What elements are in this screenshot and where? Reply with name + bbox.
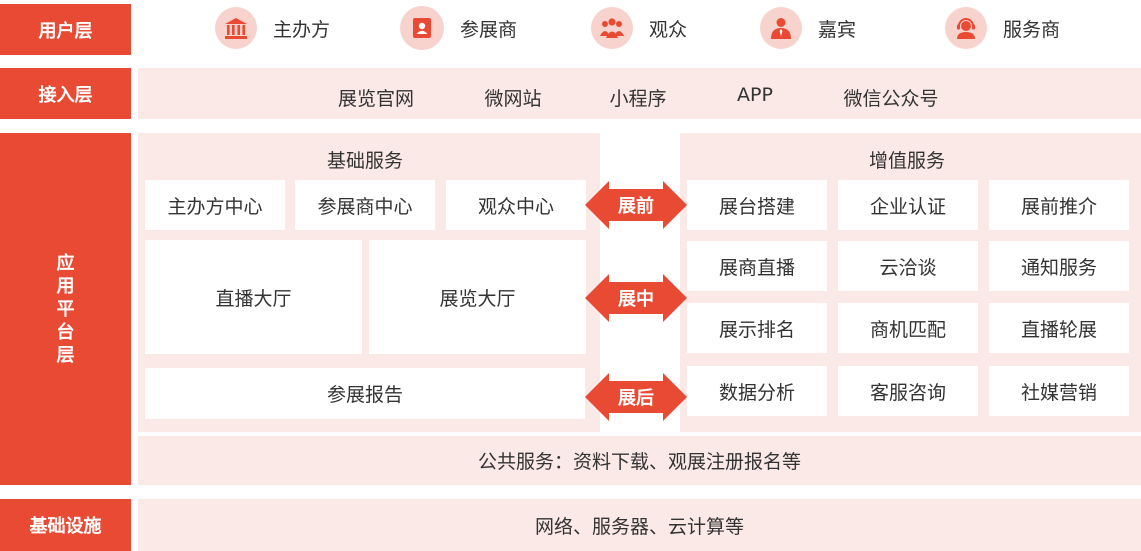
value-added-item: 展示排名 <box>687 303 827 353</box>
user-label: 嘉宾 <box>818 18 857 41</box>
service-box-exhibitor-center: 参展商中心 <box>295 180 435 230</box>
value-added-item: 直播轮展 <box>989 303 1129 353</box>
exhibitor-badge-icon <box>400 6 444 50</box>
value-added-item: 展商直播 <box>687 241 827 291</box>
value-added-item: 社媒营销 <box>989 366 1129 416</box>
value-added-item: 商机匹配 <box>838 303 978 353</box>
phase-arrow-pre-show: 展前 <box>585 181 687 229</box>
government-building-icon <box>215 7 257 49</box>
value-added-item: 客服咨询 <box>838 366 978 416</box>
service-box-exhibition-hall: 展览大厅 <box>369 240 586 354</box>
user-label: 参展商 <box>460 18 518 41</box>
public-services-band <box>138 436 1141 485</box>
layer-label-user: 用户层 <box>0 4 131 55</box>
service-box-audience-center: 观众中心 <box>446 180 586 230</box>
service-box-organizer-center: 主办方中心 <box>145 180 285 230</box>
value-added-item: 企业认证 <box>838 180 978 230</box>
service-agent-icon <box>945 7 987 49</box>
phase-arrow-post-show: 展后 <box>585 373 687 421</box>
value-added-item: 数据分析 <box>687 366 827 416</box>
phase-arrow-during-show: 展中 <box>585 274 687 322</box>
user-item-guest: 嘉宾 <box>760 7 856 49</box>
value-added-item: 展台搭建 <box>687 180 827 230</box>
user-label: 服务商 <box>1003 18 1061 41</box>
basic-services-title: 基础服务 <box>326 150 404 172</box>
audience-group-icon <box>591 7 633 49</box>
value-added-item: 通知服务 <box>989 241 1129 291</box>
layer-label-app-char: 应 <box>56 252 75 274</box>
user-label: 观众 <box>649 18 688 41</box>
user-item-organizer: 主办方 <box>215 7 330 49</box>
access-channel: 小程序 <box>609 88 667 110</box>
layer-label-access: 接入层 <box>0 68 131 119</box>
access-channel: 微信公众号 <box>843 88 939 110</box>
value-added-item: 云洽谈 <box>838 241 978 291</box>
phase-label: 展后 <box>618 388 654 409</box>
phase-label: 展中 <box>618 289 654 310</box>
user-item-service-provider: 服务商 <box>945 7 1060 49</box>
value-added-services-title: 增值服务 <box>868 150 946 172</box>
user-label: 主办方 <box>273 18 331 41</box>
access-channel: 展览官网 <box>337 88 415 110</box>
layer-label-app-char: 台 <box>56 321 75 343</box>
service-box-exhibit-report: 参展报告 <box>145 368 585 419</box>
infrastructure-band: 网络、服务器、云计算等 <box>138 499 1141 551</box>
layer-label-app-char: 用 <box>56 275 75 297</box>
layer-label-app-platform: 应 用 平 台 层 <box>0 133 131 485</box>
phase-label: 展前 <box>618 196 654 217</box>
user-item-exhibitor: 参展商 <box>400 6 517 50</box>
access-channel: 微网站 <box>484 88 542 110</box>
guest-person-icon <box>760 7 802 49</box>
user-item-audience: 观众 <box>591 7 687 49</box>
public-services-text: 公共服务：资料下载、观展注册报名等 <box>477 451 801 473</box>
layer-label-app-char: 平 <box>56 298 75 320</box>
service-box-live-hall: 直播大厅 <box>145 240 362 354</box>
layer-label-app-char: 层 <box>56 344 75 366</box>
access-channel: APP <box>737 84 773 106</box>
value-added-item: 展前推介 <box>989 180 1129 230</box>
access-band <box>138 68 1141 119</box>
layer-label-infra: 基础设施 <box>0 499 131 551</box>
